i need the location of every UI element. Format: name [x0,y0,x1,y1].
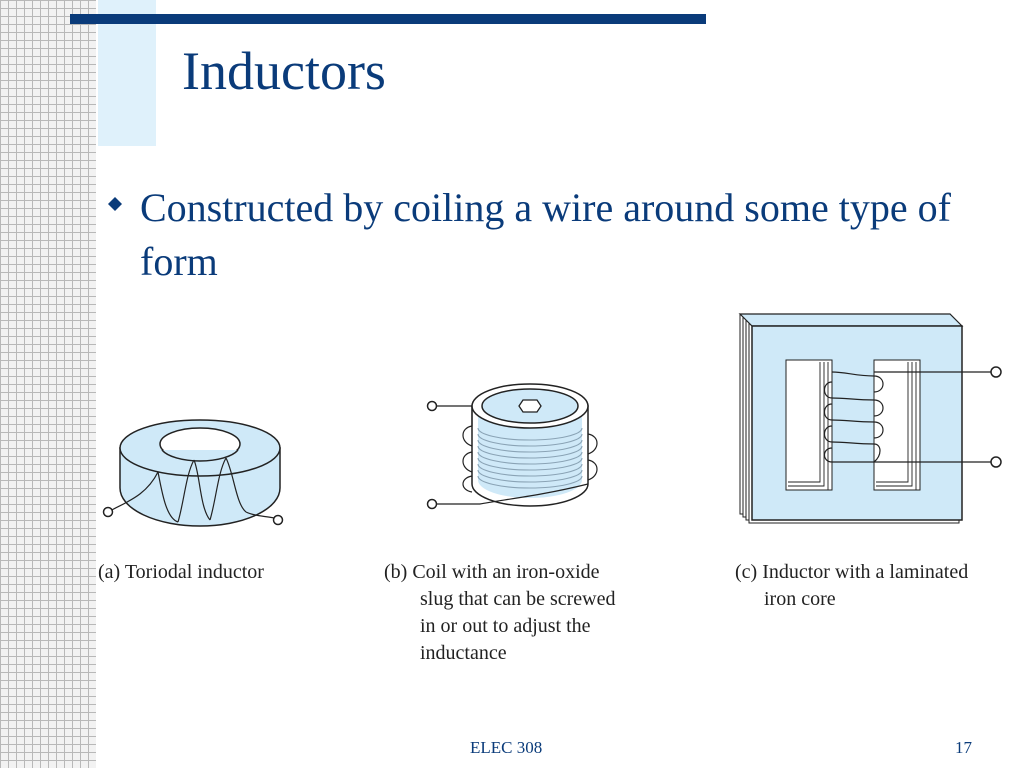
iron-oxide-slug-coil-figure [426,383,598,510]
diamond-bullet-icon [108,197,122,211]
figure-b-caption-line-2: slug that can be screwed [420,588,616,610]
toroidal-inductor-figure [102,419,284,527]
footer-course: ELEC 308 [470,738,543,757]
figure-a-caption-line-1: (a) Toriodal inductor [98,561,264,583]
bullet-text: Constructed by coiling a wire around som… [140,185,951,284]
figure-a-caption: (a) Toriodal inductor [98,559,264,586]
figure-b-caption-line-1: (b) Coil with an iron-oxide [384,561,600,583]
slide-title: Inductors [182,41,386,101]
figure-c-caption-line-1: (c) Inductor with a laminated [735,561,969,583]
laminated-iron-core-inductor-figure [738,313,1002,524]
figure-b-caption-line-3: in or out to adjust the [420,615,591,637]
figure-b-caption: (b) Coil with an iron-oxide slug that ca… [384,559,615,667]
figure-c-caption: (c) Inductor with a laminated iron core [735,559,968,613]
footer-page-number: 17 [955,738,972,757]
title-rule-bar [70,14,706,24]
grid-background-strip [0,0,96,768]
title-accent-block [98,0,156,146]
figure-b-caption-line-4: inductance [420,642,507,664]
figure-c-caption-line-2: iron core [764,588,836,610]
